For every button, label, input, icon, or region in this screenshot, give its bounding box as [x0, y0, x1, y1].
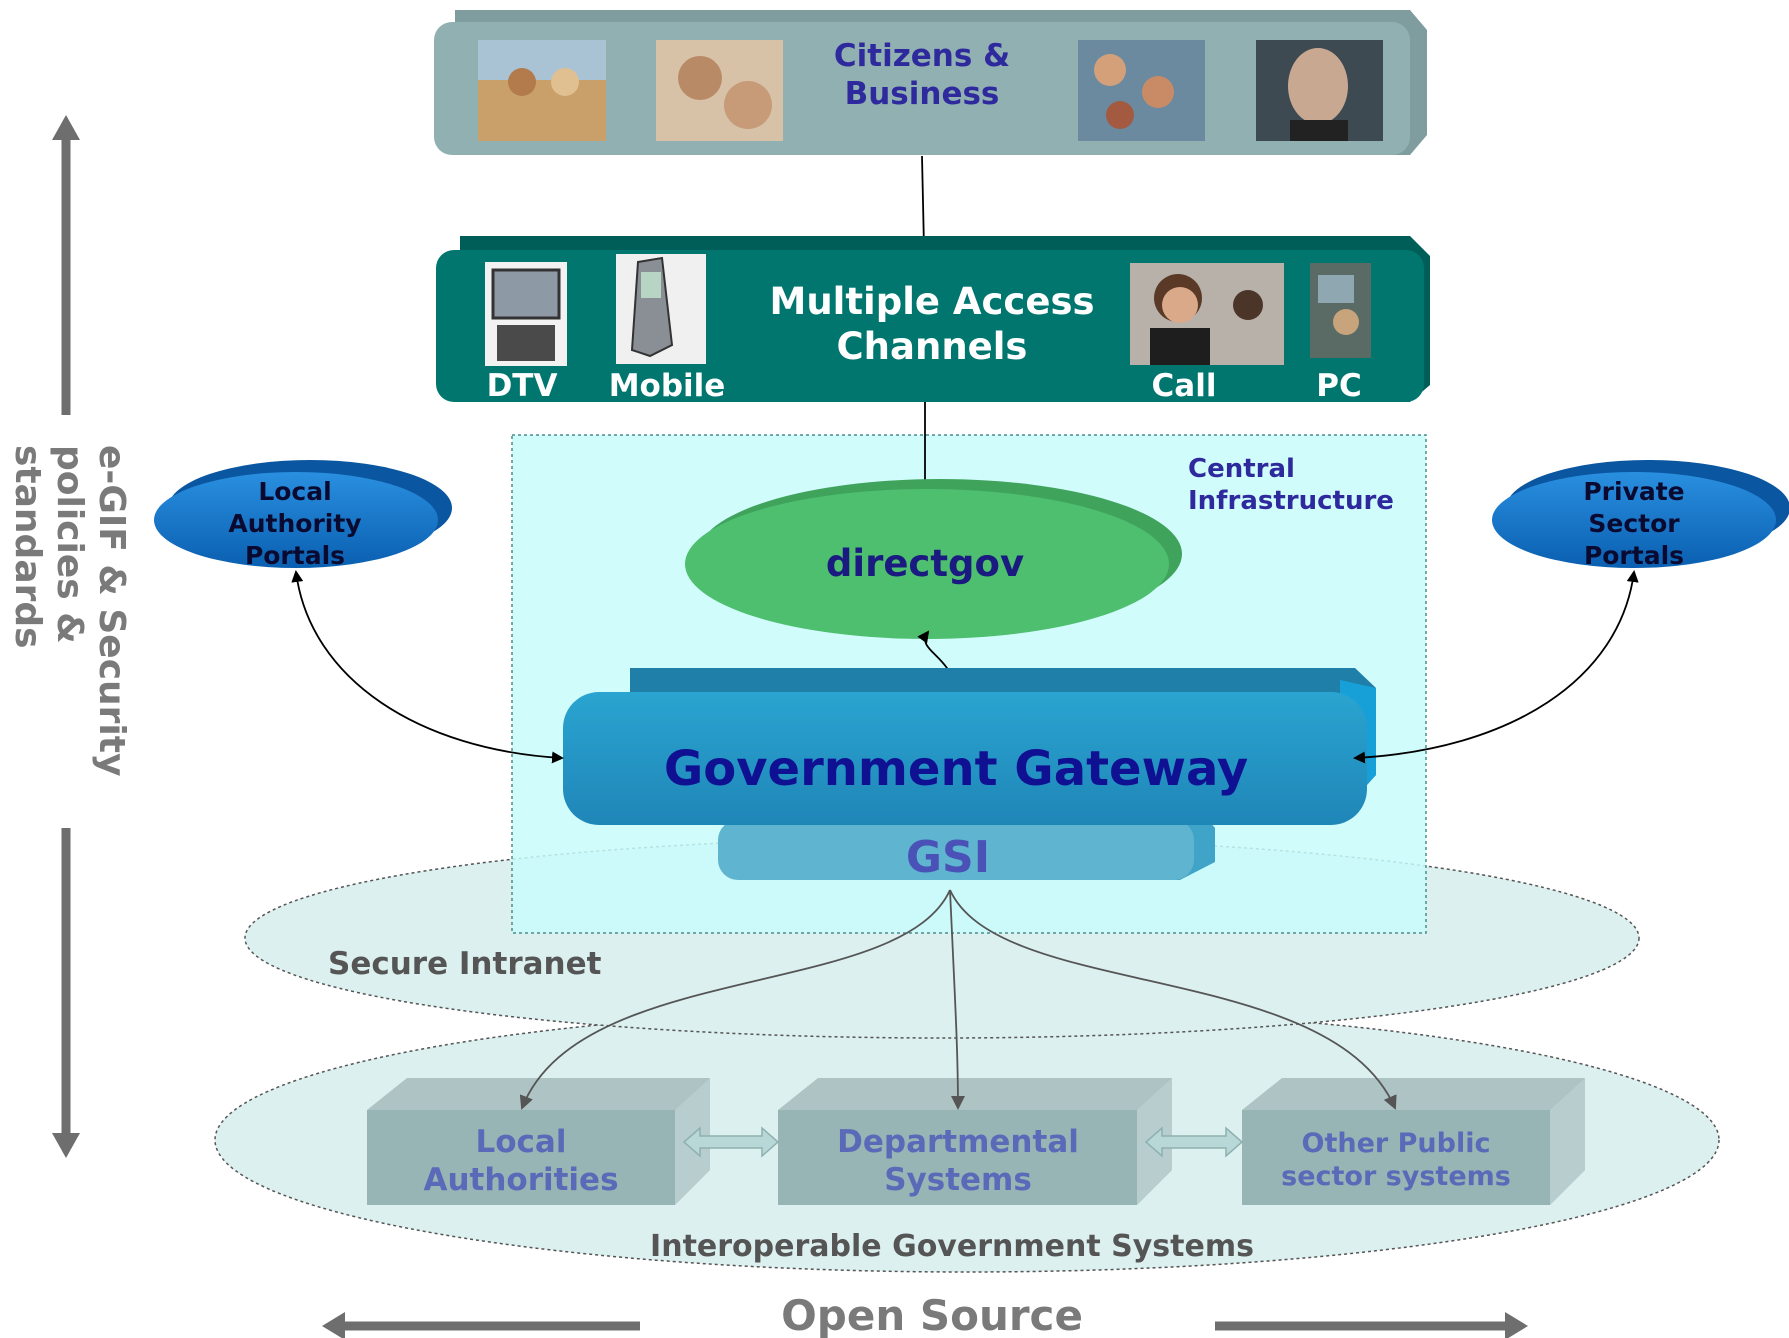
citizens-business-box: Citizens & Business — [434, 10, 1427, 155]
private-portals-line3: Portals — [1584, 541, 1684, 570]
system-other-line1: Other Public — [1302, 1128, 1491, 1159]
gsi-node: GSI — [718, 810, 1215, 883]
system-other-line2: sector systems — [1281, 1161, 1511, 1192]
access-channels-box: Multiple Access Channels DTV Mobile Call… — [436, 236, 1430, 404]
government-gateway-node: Government Gateway — [563, 668, 1376, 825]
arrow-private-portals-gateway — [1353, 570, 1639, 764]
channel-label-call: Call — [1152, 368, 1217, 404]
left-axis-label: e-GIF & Security policies & standards — [7, 445, 132, 776]
local-portals-line3: Portals — [245, 541, 345, 570]
channels-title-line1: Multiple Access — [770, 280, 1095, 323]
directgov-node: directgov — [685, 479, 1182, 639]
citizens-title-line2: Business — [845, 76, 1000, 112]
channel-label-pc: PC — [1316, 368, 1361, 404]
gateway-label: Government Gateway — [664, 741, 1248, 797]
axis-line1: e-GIF & Security — [91, 445, 132, 776]
system-dept-line1: Departmental — [837, 1124, 1079, 1160]
secure-intranet-label: Secure Intranet — [328, 946, 602, 982]
system-box-local-authorities: Local Authorities — [367, 1078, 710, 1205]
system-local-line2: Authorities — [423, 1162, 618, 1198]
arrow-gsi-to-local — [519, 889, 951, 1110]
central-label-line2: Infrastructure — [1188, 486, 1394, 516]
link-local-departmental — [682, 1126, 780, 1158]
axis-line3: standards — [7, 445, 48, 649]
private-portals-line2: Sector — [1588, 509, 1680, 538]
open-source-label: Open Source — [781, 1291, 1083, 1338]
bottom-axis-arrow — [322, 1312, 1528, 1338]
system-local-line1: Local — [476, 1124, 567, 1160]
directgov-label: directgov — [826, 542, 1024, 585]
local-portals-line1: Local — [258, 477, 331, 506]
arrow-gsi-to-departmental — [949, 889, 965, 1110]
gsi-label: GSI — [906, 832, 990, 883]
local-portals-line2: Authority — [228, 509, 361, 538]
private-portals-line1: Private — [1583, 477, 1684, 506]
local-authority-portals-node: Local Authority Portals — [154, 460, 452, 570]
channels-title-line2: Channels — [837, 325, 1028, 368]
system-dept-line2: Systems — [884, 1162, 1032, 1198]
left-axis-arrow — [52, 115, 80, 1158]
interoperable-label: Interoperable Government Systems — [650, 1229, 1254, 1264]
system-box-departmental: Departmental Systems — [778, 1078, 1172, 1205]
arrow-citizens-to-channels — [917, 155, 930, 250]
channel-label-dtv: DTV — [487, 368, 558, 404]
axis-line2: policies & — [49, 445, 90, 644]
citizens-title-line1: Citizens & — [834, 38, 1010, 74]
arrow-local-portals-gateway — [291, 570, 564, 764]
central-label-line1: Central — [1188, 454, 1295, 484]
arrow-gsi-to-other — [949, 889, 1397, 1110]
family-photo — [1078, 40, 1205, 141]
private-sector-portals-node: Private Sector Portals — [1492, 460, 1789, 570]
system-box-other-public: Other Public sector systems — [1242, 1078, 1585, 1205]
channel-label-mobile: Mobile — [609, 368, 726, 404]
link-departmental-other — [1144, 1126, 1244, 1158]
